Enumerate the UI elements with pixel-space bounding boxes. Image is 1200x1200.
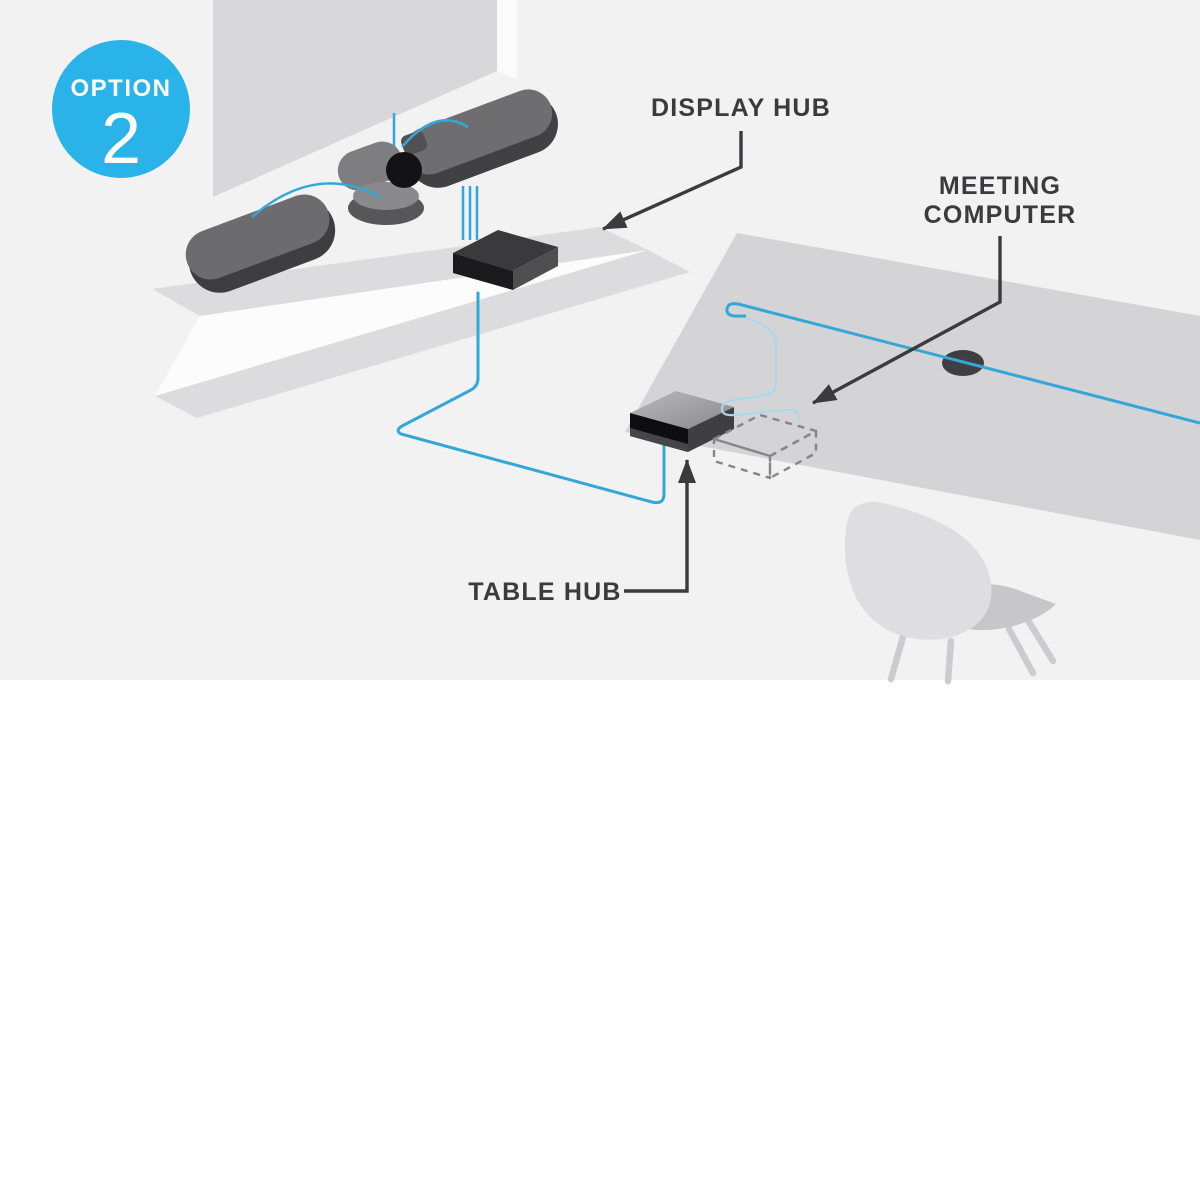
conference-camera xyxy=(337,131,428,225)
chair-legs xyxy=(887,613,1057,685)
option-badge-word: OPTION xyxy=(70,75,171,102)
speaker-to-hub-wires xyxy=(461,186,479,240)
camera-body xyxy=(337,141,403,191)
meeting-computer-arrow xyxy=(812,236,1002,405)
table-hub-arrow xyxy=(624,459,696,593)
display-hub-arrow xyxy=(602,131,743,231)
camera-left-speaker-cable xyxy=(251,182,381,218)
display-hub-top xyxy=(453,230,558,271)
table-cable xyxy=(725,302,1200,425)
meeting-computer-front xyxy=(712,437,772,480)
wall-display-panel xyxy=(213,0,497,197)
option-badge: OPTION 2 xyxy=(52,40,190,179)
chair xyxy=(844,501,1057,685)
wall-display-side-edge xyxy=(497,0,517,79)
left-speaker-top xyxy=(185,194,330,280)
table-hub xyxy=(630,391,734,452)
display-hub-side xyxy=(513,247,558,290)
table-hub-computer-cable xyxy=(720,313,802,422)
table-hub-front-base xyxy=(630,428,688,452)
meeting-computer-side xyxy=(768,429,818,480)
option-badge-number: 2 xyxy=(101,99,141,179)
table-hub-label: TABLE HUB xyxy=(468,578,621,606)
display-hub-label: DISPLAY HUB xyxy=(651,94,831,122)
camera-top-cap xyxy=(400,131,428,155)
camera-right-speaker-cable xyxy=(401,119,469,148)
right-speaker-top xyxy=(404,89,553,175)
callout-arrows xyxy=(602,131,1002,593)
chair-back-shell xyxy=(844,501,992,640)
display-hub-front xyxy=(453,253,513,290)
left-speaker xyxy=(185,194,336,293)
hub-to-hub-floor-cable xyxy=(396,291,666,505)
table-hub-side xyxy=(688,407,734,452)
display-hub xyxy=(453,230,558,290)
table-hub-top xyxy=(630,391,734,429)
camera-base-upper xyxy=(353,182,419,210)
meeting-computer-label-line2: COMPUTER xyxy=(924,201,1077,229)
floor-shadow-strip xyxy=(155,250,690,418)
right-speaker xyxy=(404,89,558,188)
meeting-computer-placeholder xyxy=(712,413,818,480)
option-badge-circle xyxy=(52,40,190,178)
meeting-table xyxy=(625,233,1200,540)
camera-lens xyxy=(386,152,422,188)
meeting-computer-label-line1: MEETING xyxy=(939,172,1061,200)
